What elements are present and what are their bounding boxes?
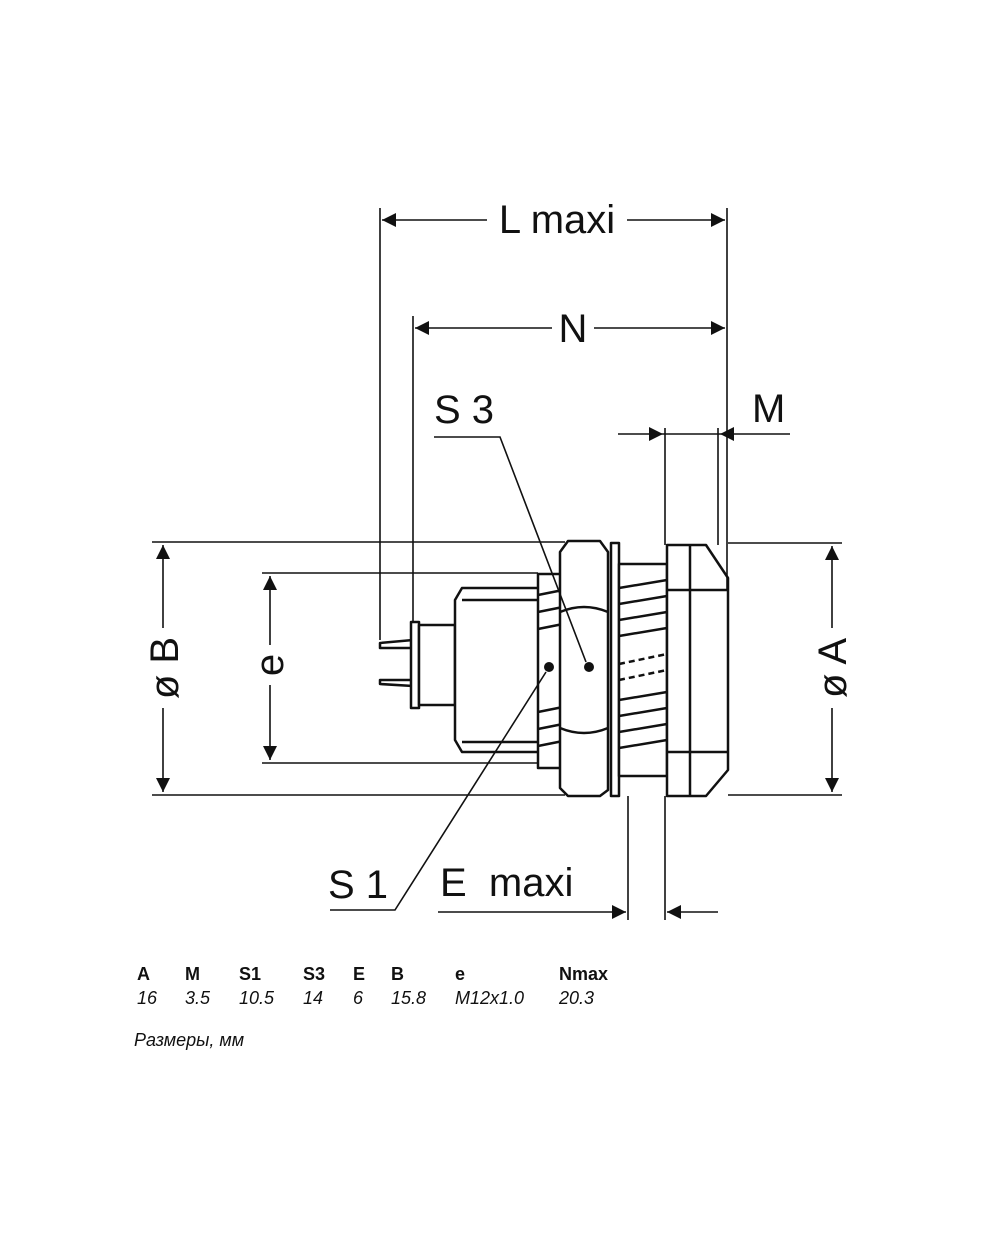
units-note: Размеры, мм bbox=[134, 1030, 245, 1050]
table-cell: 6 bbox=[353, 987, 364, 1008]
connector-dimension-drawing: L maxi N S 3 M S 1 E maxi ø B e ø A bbox=[140, 196, 856, 920]
hex-nut bbox=[558, 539, 610, 798]
table-cell: 3.5 bbox=[185, 987, 211, 1008]
table-cell: 16 bbox=[137, 987, 158, 1008]
s3-dot bbox=[584, 662, 594, 672]
l-maxi-label: L maxi bbox=[499, 198, 615, 242]
s1-label: S 1 bbox=[328, 863, 388, 907]
e-maxi-label: E maxi bbox=[440, 861, 573, 905]
rear-sleeve bbox=[453, 586, 550, 754]
table-cell: 14 bbox=[303, 987, 324, 1008]
table-row: 16 3.5 10.5 14 6 15.8 M12x1.0 20.3 bbox=[137, 986, 629, 1010]
table-header-cell: B bbox=[391, 963, 404, 984]
table-header-cell: S3 bbox=[303, 963, 326, 984]
table-cell: 20.3 bbox=[559, 987, 595, 1008]
table-cell: 15.8 bbox=[391, 987, 427, 1008]
dimension-lines bbox=[152, 208, 842, 920]
table-header-cell: Nmax bbox=[559, 963, 609, 984]
e-label: e bbox=[248, 654, 292, 676]
dimension-labels: L maxi N S 3 M S 1 E maxi ø B e ø A bbox=[140, 196, 856, 907]
table-cell: M12x1.0 bbox=[455, 987, 525, 1008]
s3-label: S 3 bbox=[434, 388, 494, 432]
table-header-row: A M S1 S3 E B e Nmax bbox=[137, 962, 629, 986]
table-header-cell: S1 bbox=[239, 963, 262, 984]
connector-body bbox=[378, 539, 730, 798]
dia-b-label: ø B bbox=[143, 637, 187, 699]
dimensions-table: A M S1 S3 E B e Nmax 16 3.5 10.5 14 6 15… bbox=[137, 962, 629, 1010]
table-header-cell: E bbox=[353, 963, 366, 984]
n-label: N bbox=[559, 307, 588, 351]
table-header-cell: e bbox=[455, 963, 466, 984]
front-thread bbox=[617, 562, 669, 778]
m-label: M bbox=[752, 387, 785, 431]
table-header-cell: M bbox=[185, 963, 200, 984]
s3-leader bbox=[434, 436, 587, 663]
dia-a-label: ø A bbox=[811, 638, 855, 698]
front-flange bbox=[665, 543, 730, 798]
s1-leader bbox=[330, 671, 547, 911]
table-cell: 10.5 bbox=[239, 987, 275, 1008]
s1-dot bbox=[544, 662, 554, 672]
solder-pins bbox=[378, 620, 457, 710]
table-header-cell: A bbox=[137, 963, 150, 984]
